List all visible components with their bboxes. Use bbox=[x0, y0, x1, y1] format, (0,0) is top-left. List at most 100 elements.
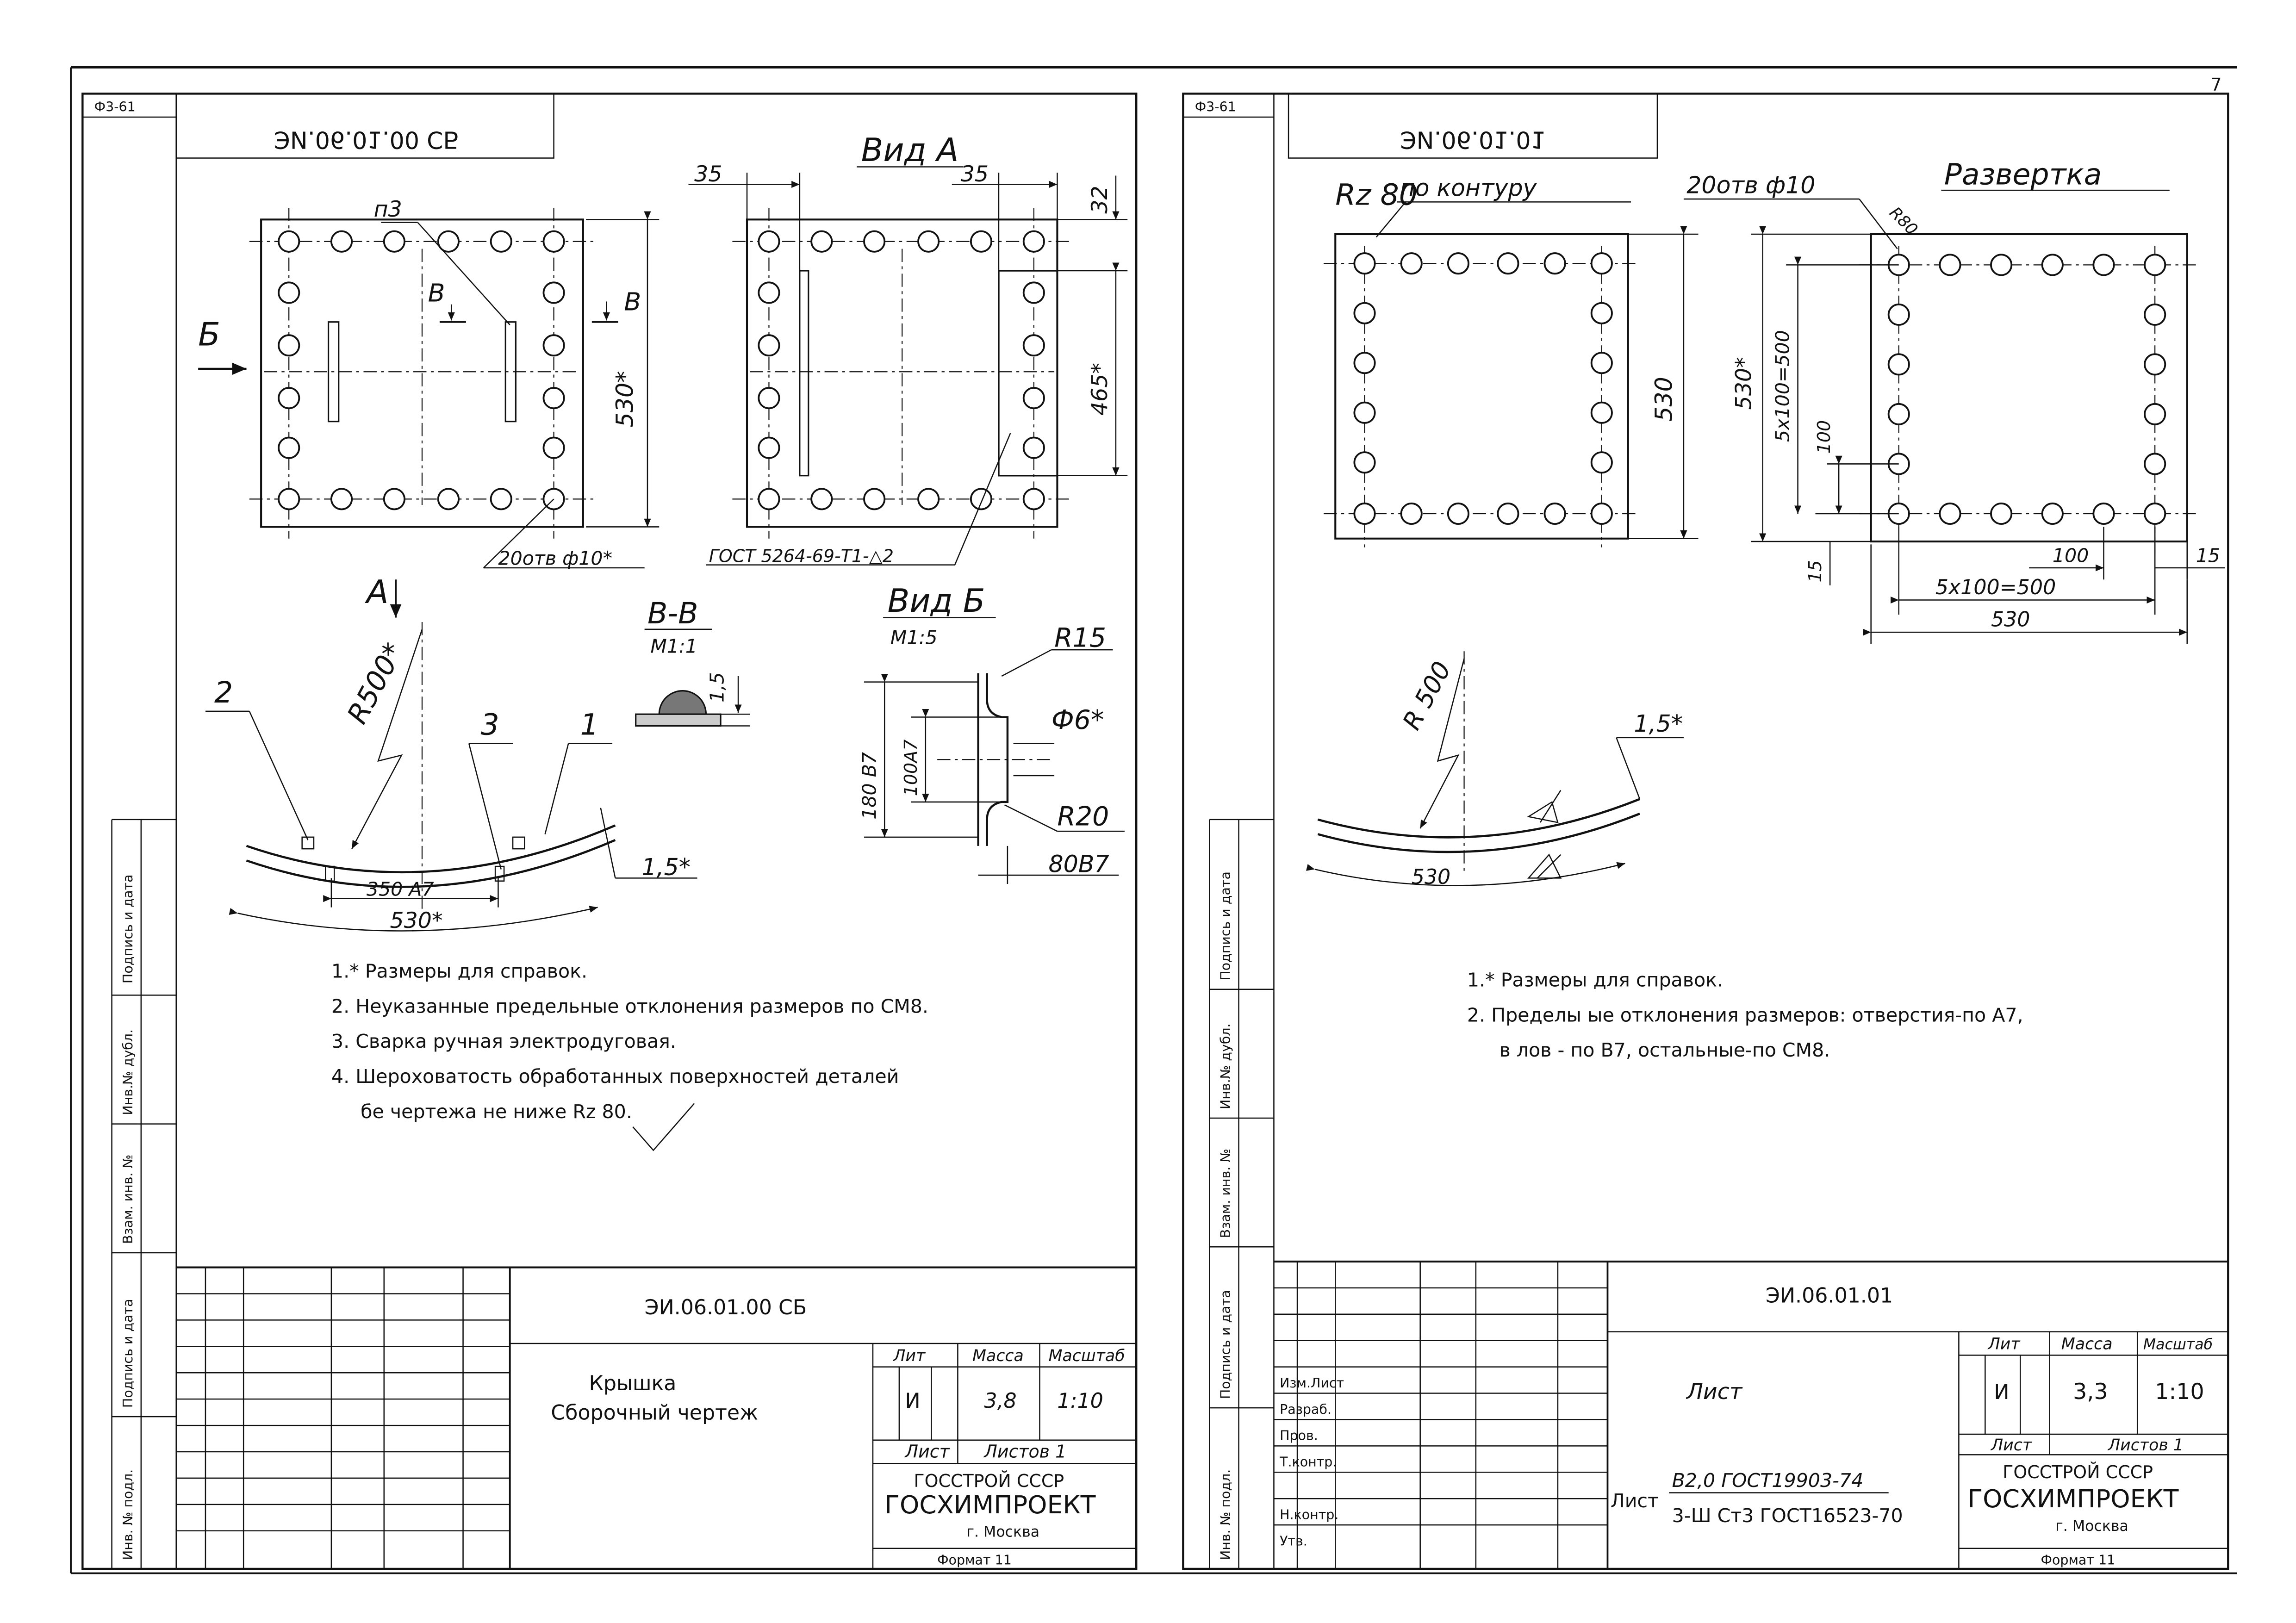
left-notes: 1.* Размеры для справок. 2. Неуказанные … bbox=[331, 960, 928, 1151]
unfold-dim-5x100-horizontal: 5х100=500 bbox=[1935, 576, 2056, 599]
left-plan-view: п3 Б В В 530* 20отв ф10* A bbox=[198, 197, 660, 618]
section-v-label-2: В bbox=[624, 287, 641, 316]
left-tb-scale-value: 1:10 bbox=[1057, 1389, 1103, 1413]
unfold-title: Развертка bbox=[1944, 157, 2102, 191]
arc-pos1: 1 bbox=[580, 707, 599, 741]
left-tb-sheet-label: Лист bbox=[904, 1442, 950, 1462]
right-tb-name: Лист bbox=[1686, 1379, 1743, 1405]
right-tb-format: Формат 11 bbox=[2041, 1553, 2116, 1568]
right-tb-scale-header: Масштаб bbox=[2143, 1337, 2213, 1353]
left-tb-doc-code: ЭИ.06.01.00 СБ bbox=[645, 1296, 807, 1319]
left-tb-scale-header: Масштаб bbox=[1048, 1347, 1125, 1365]
right-note-2: 2. Пределы ые отклонения размеров: отвер… bbox=[1467, 1004, 2023, 1026]
unfold-dim-15-vertical: 15 bbox=[1805, 560, 1825, 582]
right-arc-dim-530: 530 bbox=[1412, 865, 1451, 889]
right-side-label-3: Взам. инв. № bbox=[1218, 1149, 1233, 1238]
right-arc-view: R 500 530 1,5* bbox=[1306, 651, 1684, 889]
right-tb-row-1: Изм.Лист bbox=[1280, 1375, 1344, 1391]
unfold-dim-100-vertical: 100 bbox=[1814, 420, 1834, 454]
right-tb-sheet-label: Лист bbox=[1990, 1436, 2033, 1455]
arc-dim-350: 350 А7 bbox=[367, 878, 434, 900]
right-tb-lit-header: Лит bbox=[1987, 1335, 2021, 1354]
unfold-dim-5x100-vertical: 5х100=500 bbox=[1772, 330, 1794, 442]
left-note-5: бе чертежа не ниже Rz 80. bbox=[361, 1101, 632, 1123]
left-tb-org-3: г. Москва bbox=[966, 1524, 1039, 1540]
right-corner-code: Ф3-61 bbox=[1195, 99, 1236, 114]
unfold-dim-100-horizontal: 100 bbox=[2053, 544, 2089, 566]
right-tb-material-1: В2,0 ГОСТ19903-74 bbox=[1672, 1469, 1864, 1492]
right-note-1: 1.* Размеры для справок. bbox=[1467, 969, 1723, 991]
left-tb-mass-value: 3,8 bbox=[984, 1389, 1016, 1413]
plate-dim-530: 530 bbox=[1650, 377, 1678, 422]
right-side-label-4: Подпись и дата bbox=[1218, 1290, 1233, 1399]
view-a-title: Вид А bbox=[861, 131, 959, 169]
left-note-1: 1.* Размеры для справок. bbox=[331, 960, 587, 982]
part-n3-label: п3 bbox=[374, 197, 402, 222]
left-tb-lit-value: И bbox=[905, 1389, 921, 1413]
right-tb-material-2: 3-Ш Ст3 ГОСТ16523-70 bbox=[1672, 1505, 1903, 1527]
right-tb-lit-value: И bbox=[1994, 1380, 2009, 1404]
left-tb-lit-header: Лит bbox=[892, 1347, 926, 1365]
left-side-label-4: Подпись и дата bbox=[120, 1299, 136, 1408]
left-note-3: 3. Сварка ручная электродуговая. bbox=[331, 1030, 676, 1052]
view-b: Вид Б М1:5 180 В7 100А7 R15 Ф6* R20 80В bbox=[858, 582, 1125, 884]
right-top-code-mirrored: ЭИ.06.01.01 bbox=[1400, 126, 1545, 154]
right-tb-doc-code: ЭИ.06.01.01 bbox=[1766, 1284, 1893, 1307]
left-tb-org-2: ГОСХИМПРОЕКТ bbox=[884, 1490, 1095, 1519]
right-tb-scale-value: 1:10 bbox=[2155, 1379, 2204, 1405]
right-tb-org-2: ГОСХИМПРОЕКТ bbox=[1967, 1484, 2178, 1513]
unfold-dim-530-horizontal: 530 bbox=[1991, 608, 2030, 631]
left-side-label-2: Инв.№ дубл. bbox=[120, 1029, 136, 1115]
view-b-title: Вид Б bbox=[888, 582, 985, 620]
section-vv-scale: М1:1 bbox=[650, 635, 697, 657]
view-a-dim-32: 32 bbox=[1087, 186, 1113, 213]
right-tb-row-3: Пров. bbox=[1280, 1428, 1318, 1443]
right-tb-row-4: Т.контр. bbox=[1279, 1455, 1337, 1470]
section-v-label-1: В bbox=[428, 278, 445, 307]
view-b-d6: Ф6* bbox=[1052, 705, 1104, 735]
view-a: Вид А 35 35 bbox=[688, 131, 1128, 566]
left-tb-name-1: Крышка bbox=[589, 1372, 676, 1395]
right-title-block: Изм.Лист Разраб. Пров. Т.контр. Н.контр.… bbox=[1274, 1260, 2228, 1569]
arc-r500: R500* bbox=[341, 638, 410, 729]
arc-dim-530: 530* bbox=[390, 908, 442, 933]
section-vv: В-В М1:1 1,5 bbox=[635, 596, 750, 727]
arc-pos3: 3 bbox=[480, 707, 499, 741]
section-vv-dim: 1,5 bbox=[706, 672, 728, 703]
left-corner-code: Ф3-61 bbox=[94, 99, 136, 114]
view-a-dim-465: 465* bbox=[1087, 363, 1113, 416]
right-tb-row-5: Н.контр. bbox=[1280, 1507, 1338, 1522]
arrow-a-label: A bbox=[365, 573, 389, 611]
left-tb-format: Формат 11 bbox=[937, 1553, 1012, 1568]
right-sheet-frame bbox=[1182, 93, 2229, 1570]
right-tb-org-1: ГОССТРОЙ СССР bbox=[2003, 1462, 2153, 1482]
right-side-label-5: Инв. № подл. bbox=[1218, 1469, 1233, 1560]
right-holes-note: 20отв ф10 bbox=[1686, 171, 1815, 199]
left-top-code-box: ЭИ.06.01.00 СБ bbox=[274, 126, 460, 154]
right-rz80: Rz 80 bbox=[1335, 178, 1418, 212]
right-arc-thickness: 1,5* bbox=[1634, 710, 1683, 737]
right-notes: 1.* Размеры для справок. 2. Пределы ые о… bbox=[1467, 969, 2023, 1061]
left-sheet: Ф3-61 ЭИ.06.01.00 СБ Подпись и дата Инв.… bbox=[81, 93, 1138, 1570]
left-tb-org-1: ГОССТРОЙ СССР bbox=[914, 1471, 1064, 1491]
right-top-code-box: ЭИ.06.01.01 bbox=[1400, 126, 1545, 154]
right-tb-mass-value: 3,3 bbox=[2073, 1379, 2108, 1405]
view-b-r15: R15 bbox=[1054, 623, 1106, 653]
right-tb-row-2: Разраб. bbox=[1280, 1402, 1332, 1417]
left-side-label-5: Инв. № подл. bbox=[120, 1469, 136, 1560]
right-tb-material-prefix: Лист bbox=[1611, 1490, 1659, 1512]
left-note-4: 4. Шероховатость обработанных поверхност… bbox=[331, 1065, 899, 1088]
plate-outline bbox=[260, 218, 584, 528]
view-b-dim-180: 180 В7 bbox=[858, 752, 880, 820]
left-tb-name-2: Сборочный чертеж bbox=[551, 1401, 758, 1424]
left-arc-view: R500* 2 3 1 350 А7 530* 1,5* bbox=[205, 622, 697, 933]
right-side-label-1: Подпись и дата bbox=[1218, 871, 1233, 981]
view-b-scale: М1:5 bbox=[890, 626, 938, 648]
view-a-weld-note: ГОСТ 5264-69-Т1-△2 bbox=[709, 546, 894, 566]
view-b-d80: 80В7 bbox=[1048, 851, 1109, 878]
right-unfold-view: 20отв ф10 Развертка R80 530* 5х100=500 bbox=[1683, 157, 2225, 644]
left-tb-mass-header: Масса bbox=[972, 1347, 1024, 1365]
view-b-r20: R20 bbox=[1057, 802, 1109, 832]
